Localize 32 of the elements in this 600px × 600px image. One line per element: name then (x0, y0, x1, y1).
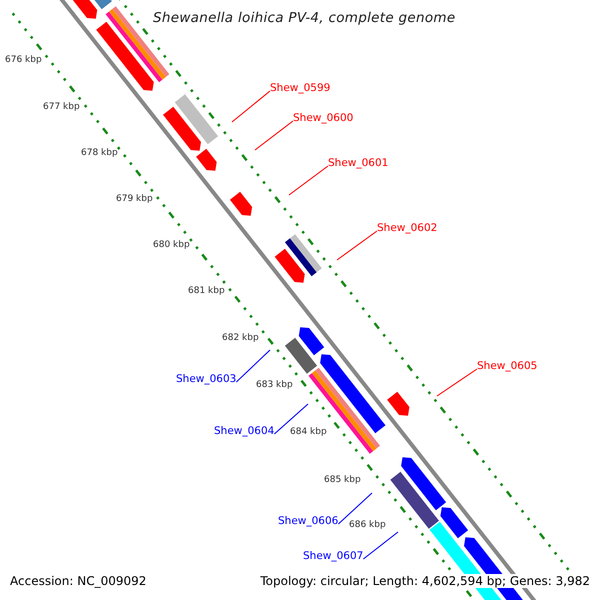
tick-label: 683 kbp (256, 380, 293, 390)
tick-label: 679 kbp (116, 194, 153, 204)
gene-label: Shew_0607 (303, 550, 364, 562)
tick-label: 684 kbp (290, 427, 327, 437)
leader-line (288, 166, 328, 196)
tick-label: 680 kbp (153, 240, 190, 250)
tick-label: 686 kbp (349, 520, 386, 530)
leader-line (336, 230, 378, 260)
map-title: Shewanella loihica PV-4, complete genome (153, 10, 456, 26)
gene-label: Shew_0600 (293, 112, 354, 124)
leader-line (338, 492, 372, 524)
gene-label: Shew_0603 (176, 373, 236, 385)
gene-label: Shew_0602 (377, 222, 438, 234)
leader-line (362, 532, 398, 560)
gene-label: Shew_0599 (270, 82, 330, 94)
leader-line (436, 368, 478, 396)
tick-label: 677 kbp (43, 102, 80, 112)
accession-text: Accession: NC_009092 (10, 574, 146, 588)
gene-label: Shew_0604 (214, 425, 274, 437)
leader-line (232, 90, 270, 122)
tick-label: 681 kbp (188, 286, 225, 296)
genome-info-text: Topology: circular; Length: 4,602,594 bp; Genes: 3,982 (260, 574, 590, 588)
leader-line (254, 120, 294, 150)
tick-label: 676 kbp (5, 55, 42, 65)
tick-label: 678 kbp (81, 148, 118, 158)
leader-line (274, 404, 308, 434)
tick-label: 685 kbp (324, 475, 361, 485)
gene-label: Shew_0605 (477, 360, 538, 372)
gene-label: Shew_0606 (278, 515, 338, 527)
tick-label: 682 kbp (222, 333, 259, 343)
leader-line (236, 350, 270, 382)
gene-label: Shew_0601 (328, 157, 388, 169)
